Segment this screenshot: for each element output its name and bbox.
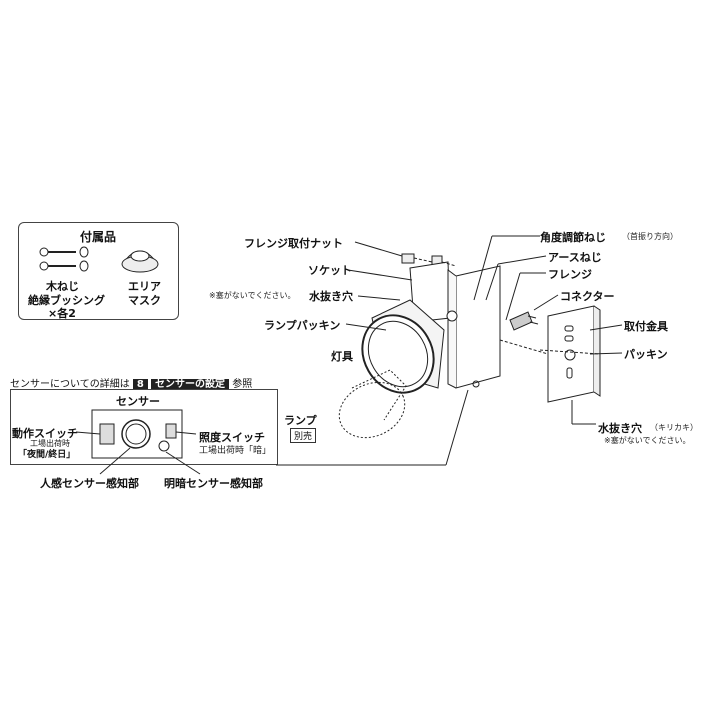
earth-screw-label: アースねじ	[548, 251, 602, 264]
water-note: ※塞がないでください。	[209, 291, 296, 300]
bushing-label: 絶縁ブッシング	[28, 294, 105, 307]
guide-lines	[413, 257, 549, 355]
wood-screw-label: 木ねじ	[46, 280, 79, 293]
nut-icon	[401, 253, 415, 264]
wood-screw-icon	[39, 247, 76, 271]
angle-note: （首振り方向）	[622, 232, 678, 241]
connector-label: コネクター	[560, 290, 615, 303]
sensor-title: センサー	[116, 395, 160, 408]
sensor-detail-prefix: センサーについての詳細は	[10, 379, 130, 390]
bushing-icon	[79, 246, 89, 272]
sensor-detail-suffix: 参照	[232, 379, 253, 390]
connector-icon	[509, 311, 539, 331]
lux-switch-label: 照度スイッチ	[199, 431, 265, 444]
flange-box	[446, 265, 501, 389]
qty-label: ×各2	[48, 307, 76, 320]
op-switch-label: 動作スイッチ	[12, 427, 78, 440]
sensor-panel	[75, 409, 201, 475]
mount-label: 取付金具	[624, 320, 668, 333]
sensor-box	[10, 389, 278, 465]
area-mask-icon	[121, 250, 159, 273]
fixture-label: 灯具	[331, 350, 353, 363]
pir-label: 人感センサー感知部	[40, 477, 139, 490]
water-note-2: ※塞がないでください。	[604, 436, 691, 445]
accessories-box	[18, 222, 179, 320]
leader-lines	[276, 235, 623, 466]
area-mask-label-1: エリア	[128, 280, 161, 293]
light-sensor-label: 明暗センサー感知部	[164, 477, 263, 490]
lamp-label: ランプ	[284, 414, 317, 427]
fixture-body	[361, 261, 451, 394]
lamp-bulb-icon	[338, 369, 407, 439]
socket-label: ソケット	[308, 264, 352, 277]
water-hole-2-label: 水抜き穴	[598, 422, 642, 435]
flange-label: フレンジ	[548, 268, 592, 281]
op-factory-label: 工場出荷時	[30, 439, 70, 448]
lamp-packing-label: ランプパッキン	[264, 319, 341, 332]
water-hole-2-sub: （キリカキ）	[650, 423, 698, 432]
lux-factory-label: 工場出荷時「暗」	[199, 446, 272, 456]
sensor-detail-num: 8	[132, 379, 148, 390]
flange-nut-label: フレンジ取付ナット	[244, 237, 343, 250]
area-mask-label-2: マスク	[128, 294, 161, 307]
packing-label: パッキン	[624, 348, 668, 361]
light-sensor-icon	[158, 440, 170, 452]
accessories-title: 付属品	[80, 230, 117, 244]
sensor-detail-section: センサーの設定	[151, 379, 230, 390]
op-switch-icon	[99, 423, 115, 445]
lamp-sold-badge: 別売	[290, 428, 317, 443]
sensor-detail-line: センサーについての詳細は 8 センサーの設定 参照	[10, 375, 252, 390]
lux-switch-icon	[165, 423, 177, 439]
op-default-label: 「夜間/終日」	[18, 450, 76, 460]
water-hole-label: 水抜き穴	[309, 290, 353, 303]
angle-screw-label: 角度調節ねじ	[540, 231, 606, 244]
